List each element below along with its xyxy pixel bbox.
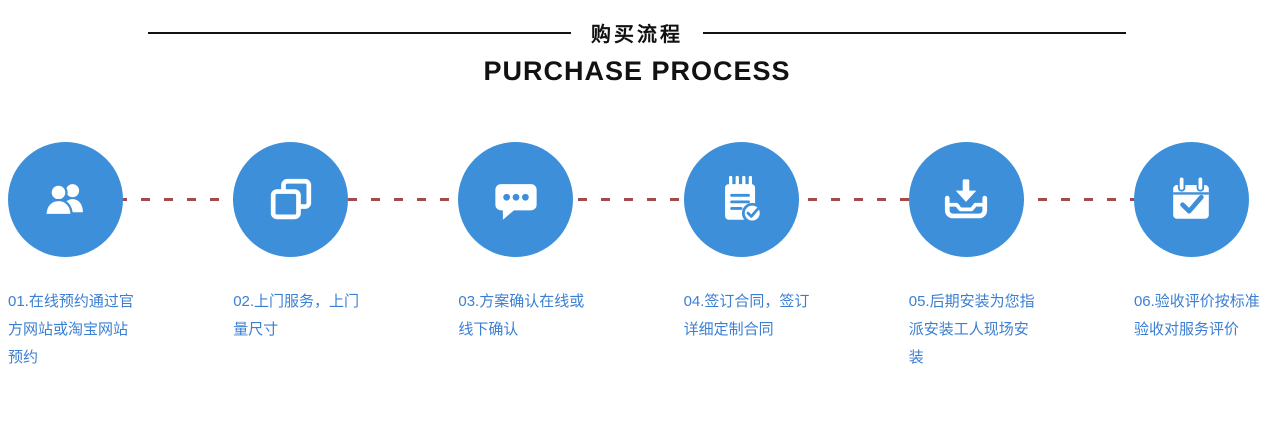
install-inbox-icon xyxy=(936,170,996,230)
step-3: 03.方案确认在线或线下确认 xyxy=(458,142,590,372)
step-4-circle xyxy=(683,142,799,257)
step-1: 01.在线预约通过官方网站或淘宝网站预约 xyxy=(8,142,140,372)
title-left-line xyxy=(148,31,571,34)
calendar-check-icon xyxy=(1161,170,1221,230)
step-6-text: 06.验收评价按标准验收对服务评价 xyxy=(1133,293,1260,338)
step-5-circle xyxy=(908,142,1024,257)
copy-photos-icon xyxy=(261,170,321,230)
step-1-text: 01.在线预约通过官方网站或淘宝网站预约 xyxy=(8,293,134,366)
section-title-zh: 购买流程 xyxy=(591,24,683,46)
users-icon xyxy=(36,170,96,230)
step-1-circle xyxy=(8,142,123,257)
step-2-circle xyxy=(233,142,349,257)
step-6-circle xyxy=(1133,142,1249,257)
section-title-en: PURCHASE PROCESS xyxy=(483,56,791,86)
step-4: 04.签订合同，签订详细定制合同 xyxy=(683,142,816,372)
section-header: 购买流程 PURCHASE PROCESS xyxy=(0,0,1274,87)
title-right-line xyxy=(703,31,1126,34)
chat-bubble-icon xyxy=(486,170,546,230)
connector-dashed-line xyxy=(72,198,1202,201)
step-5: 05.后期安装为您指派安装工人现场安装 xyxy=(908,142,1041,372)
purchase-process-section: 购买流程 PURCHASE PROCESS xyxy=(0,0,1274,372)
steps-row: 01.在线预约通过官方网站或淘宝网站预约 02.上门服务，上门量尺寸 xyxy=(0,142,1274,372)
step-3-text: 03.方案确认在线或线下确认 xyxy=(458,293,585,338)
step-5-text: 05.后期安装为您指派安装工人现场安装 xyxy=(908,293,1035,366)
step-2-text: 02.上门服务，上门量尺寸 xyxy=(233,293,360,338)
step-2: 02.上门服务，上门量尺寸 xyxy=(233,142,365,372)
step-4-text: 04.签订合同，签订详细定制合同 xyxy=(683,293,810,338)
step-6: 06.验收评价按标准验收对服务评价 xyxy=(1133,142,1266,372)
step-3-circle xyxy=(458,142,574,257)
title-row: 购买流程 xyxy=(0,18,1274,47)
notepad-check-icon xyxy=(711,170,771,230)
